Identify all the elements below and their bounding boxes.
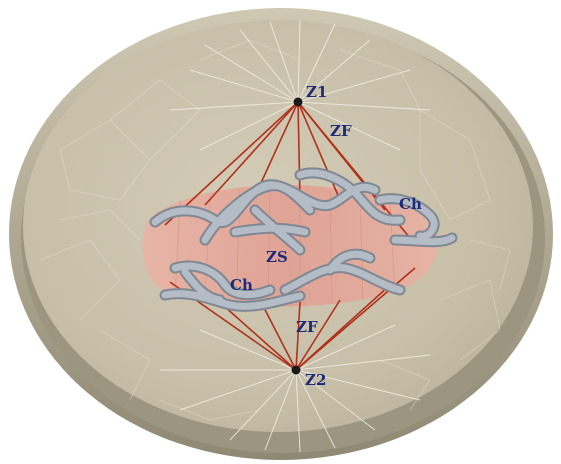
- label-zf-bottom: ZF: [296, 318, 318, 336]
- label-z2: Z2: [305, 371, 326, 389]
- label-ch-left: Ch: [230, 276, 253, 294]
- centriole-z1: [294, 98, 303, 107]
- label-zf-top: ZF: [330, 122, 352, 140]
- label-ch-right: Ch: [399, 195, 422, 213]
- label-zs: ZS: [266, 248, 288, 266]
- label-z1: Z1: [306, 83, 327, 101]
- centriole-z2: [292, 366, 301, 375]
